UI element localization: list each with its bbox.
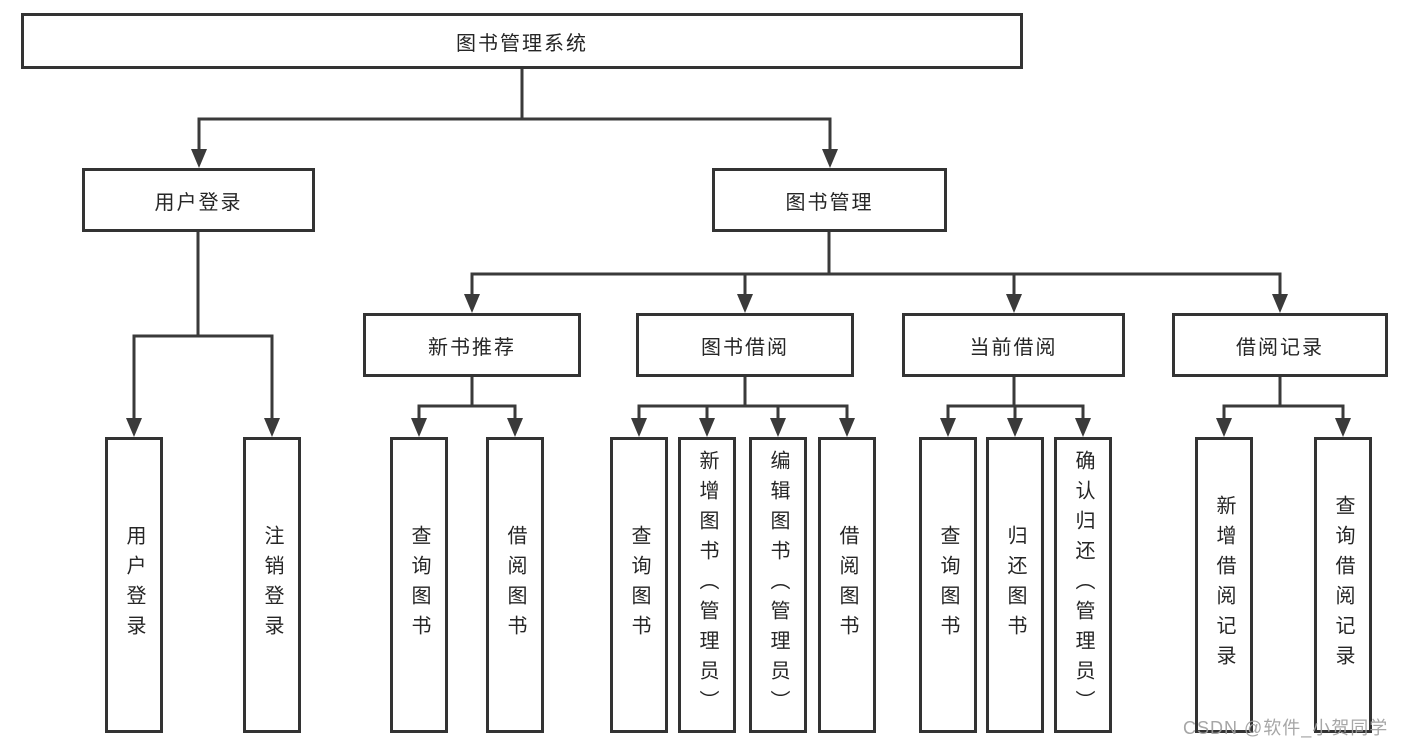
leaf-query-books-recommend: 查询图书 [390,437,448,733]
node-current-borrowing: 当前借阅 [902,313,1125,377]
node-label: 注销登录 [261,525,283,645]
node-label: 编辑图书（管理员） [767,450,789,720]
node-label: 查询图书 [937,525,959,645]
node-borrow-records: 借阅记录 [1172,313,1388,377]
watermark: CSDN @软件_小贺同学 [1183,718,1389,738]
leaf-query-books-borrowing: 查询图书 [610,437,668,733]
node-label: 图书管理系统 [456,32,588,55]
node-label: 归还图书 [1004,525,1026,645]
node-book-borrowing: 图书借阅 [636,313,854,377]
leaf-edit-books-admin: 编辑图书（管理员） [749,437,807,733]
node-library-management-system: 图书管理系统 [21,13,1023,69]
node-label: 用户登录 [154,191,243,214]
node-label: 借阅图书 [836,525,858,645]
node-label: 查询借阅记录 [1332,495,1354,675]
node-label: 图书管理 [785,191,874,214]
leaf-return-books: 归还图书 [986,437,1044,733]
leaf-borrow-books: 借阅图书 [818,437,876,733]
leaf-query-books-current: 查询图书 [919,437,977,733]
leaf-user-login: 用户登录 [105,437,163,733]
leaf-confirm-return-admin: 确认归还（管理员） [1054,437,1112,733]
leaf-borrow-books-recommend: 借阅图书 [486,437,544,733]
leaf-add-books-admin: 新增图书（管理员） [678,437,736,733]
node-label: 新增借阅记录 [1213,495,1235,675]
node-label: 用户登录 [123,525,145,645]
node-label: 图书借阅 [701,336,789,359]
node-label: 确认归还（管理员） [1072,450,1094,720]
node-label: 查询图书 [408,525,430,645]
node-book-management: 图书管理 [712,168,947,232]
leaf-logout: 注销登录 [243,437,301,733]
node-label: 借阅图书 [504,525,526,645]
leaf-query-borrow-record: 查询借阅记录 [1314,437,1372,733]
node-new-book-recommend: 新书推荐 [363,313,581,377]
node-label: 新增图书（管理员） [696,450,718,720]
node-label: 新书推荐 [428,336,516,359]
node-user-login: 用户登录 [82,168,315,232]
node-label: 查询图书 [628,525,650,645]
leaf-add-borrow-record: 新增借阅记录 [1195,437,1253,733]
node-label: 当前借阅 [969,336,1058,359]
node-label: 借阅记录 [1236,336,1324,359]
